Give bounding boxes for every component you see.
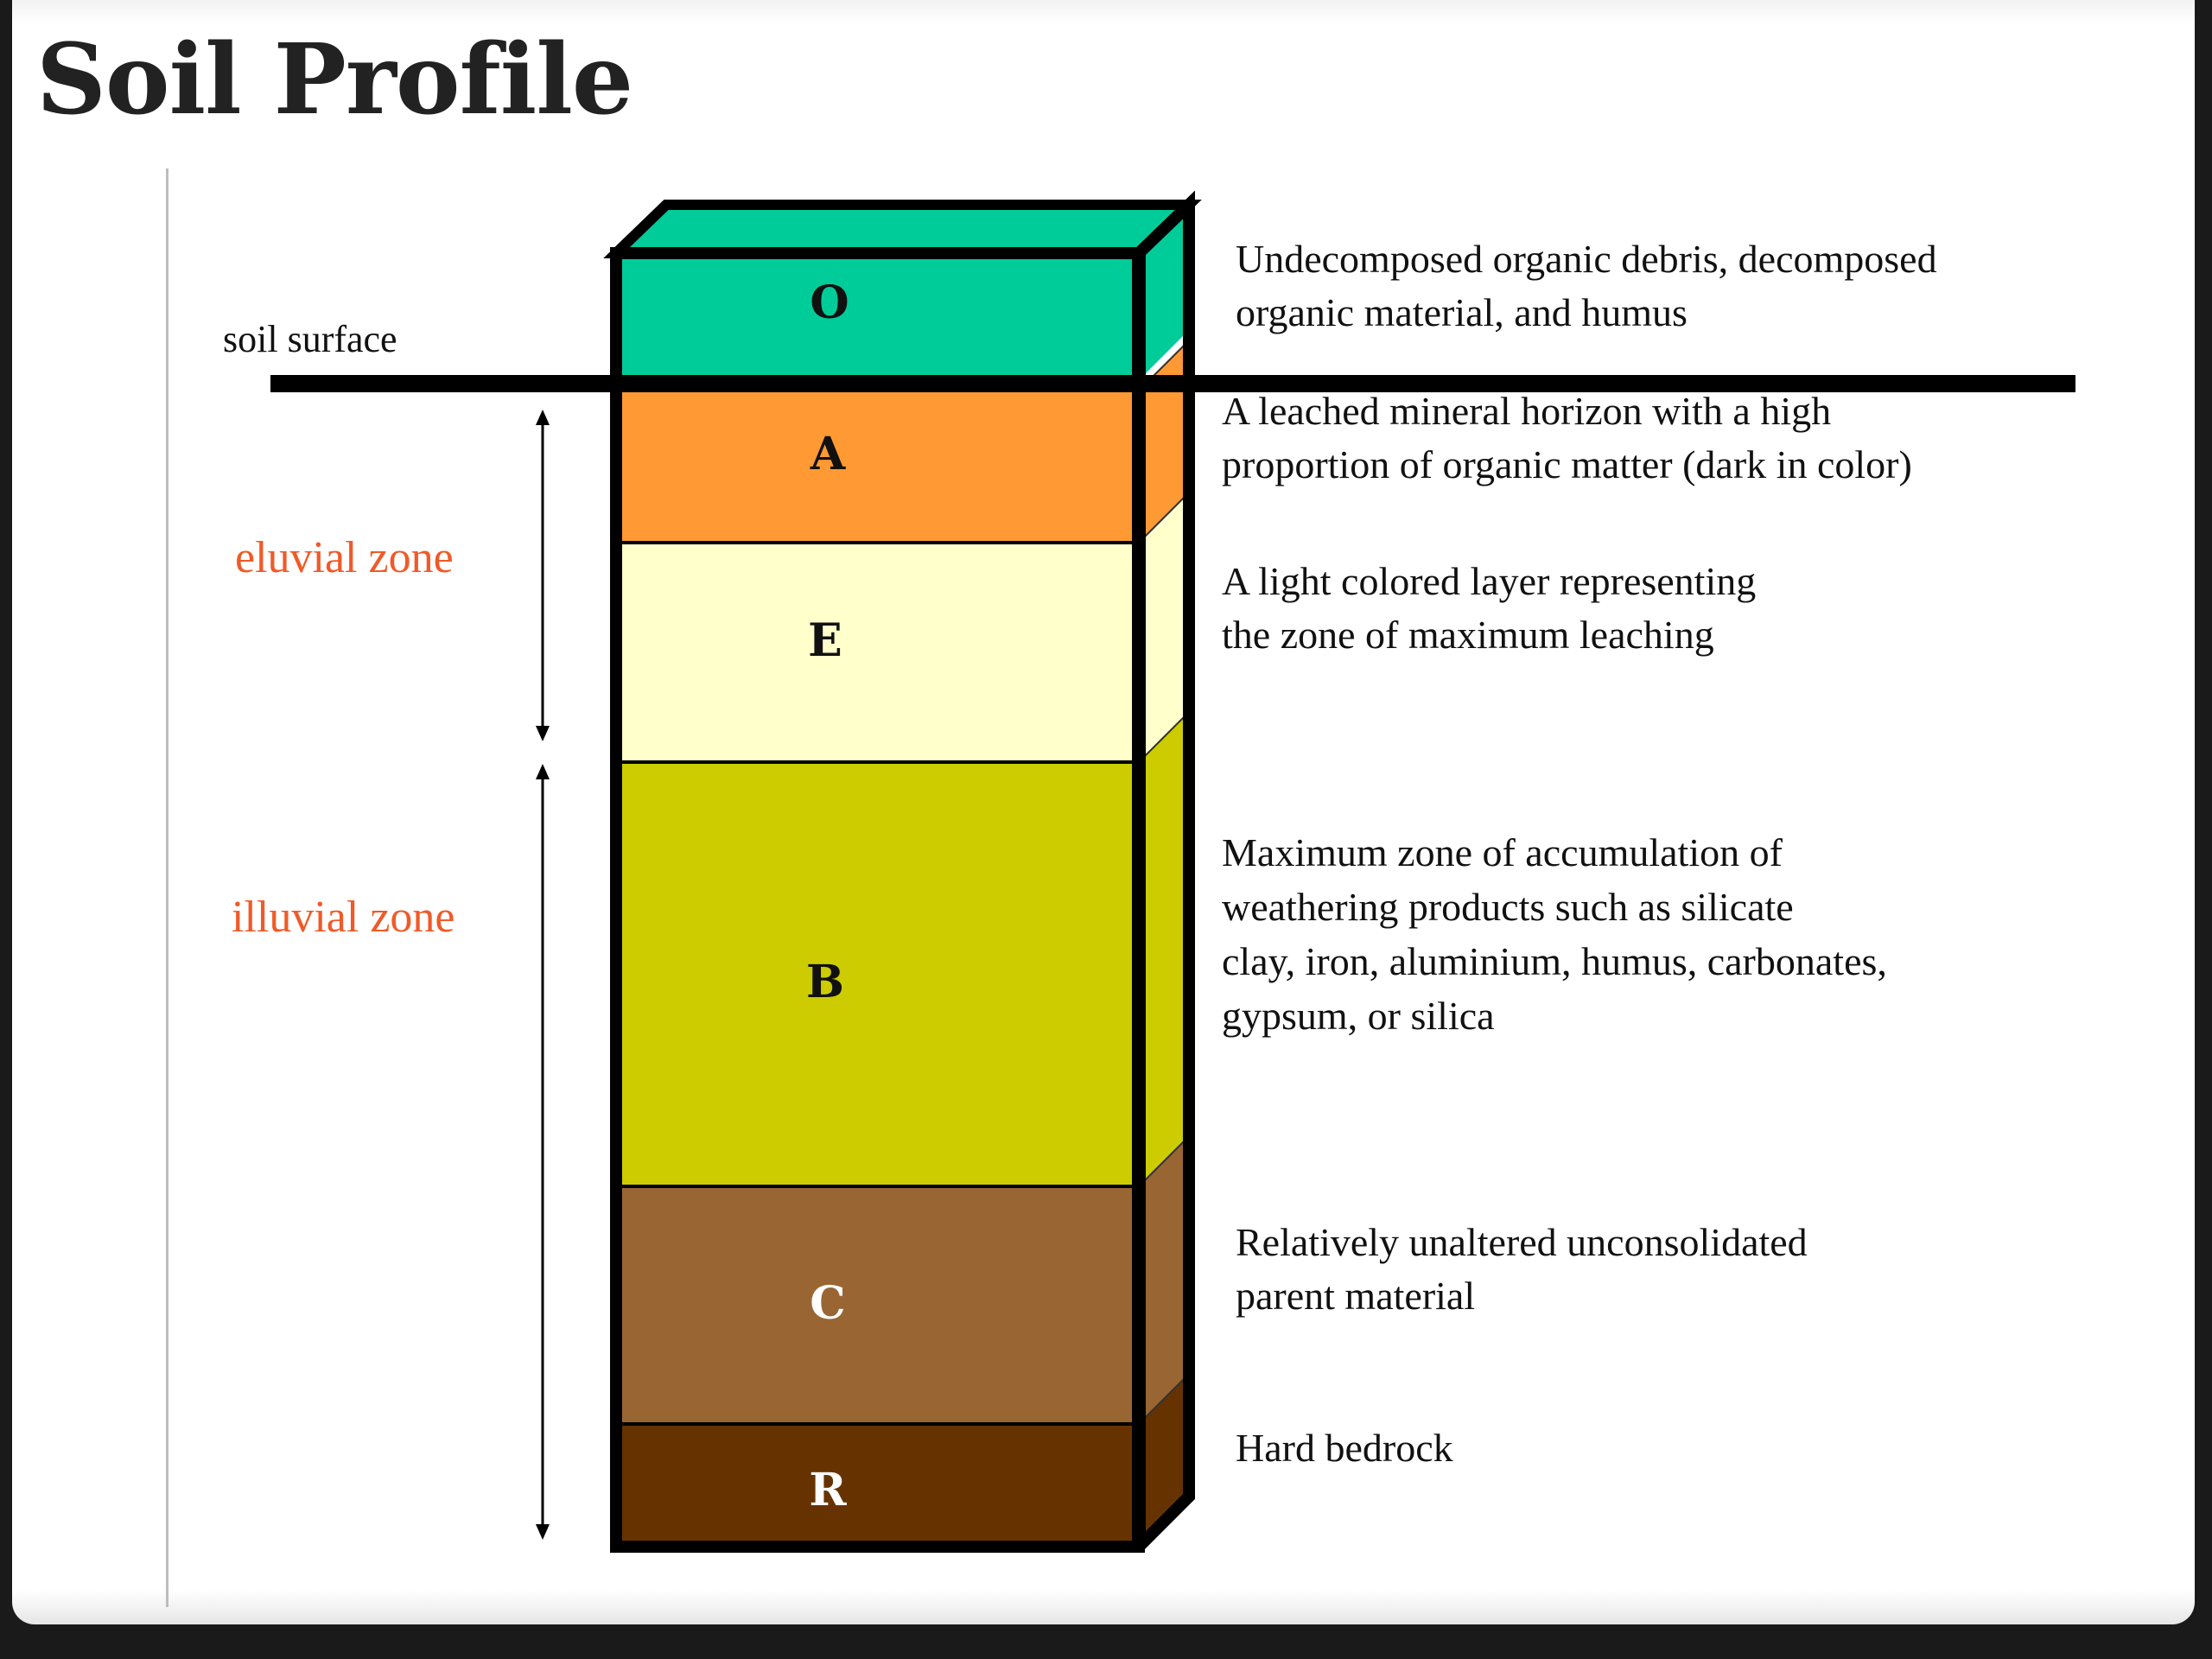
- eluvial-zone-label: eluvial zone: [235, 533, 454, 582]
- soil-column-frame: [610, 190, 1195, 1553]
- horizon-e-description-line: A light colored layer representing: [1222, 559, 1756, 603]
- soil-column-top: [603, 200, 1202, 258]
- horizon-o-description-line: Undecomposed organic debris, decomposed: [1236, 237, 1937, 281]
- horizon-b-front: [616, 762, 1139, 1186]
- horizon-b-side-boundary: [1138, 711, 1190, 763]
- horizon-r-side-boundary: [1138, 1373, 1190, 1425]
- horizon-b-description-line: clay, iron, aluminium, humus, carbonates…: [1222, 939, 1887, 983]
- eluvial-zone-arrow: [536, 410, 550, 741]
- horizon-e-side: [1139, 493, 1189, 762]
- horizon-e-description-line: the zone of maximum leaching: [1222, 613, 1714, 657]
- page-title: Soil Profile: [36, 23, 633, 137]
- soil-column-front: [616, 253, 1139, 1547]
- column-side-outline: [1135, 190, 1195, 1551]
- horizon-a-description-line: A leached mineral horizon with a high: [1222, 389, 1831, 433]
- horizon-e-letter: E: [808, 614, 842, 667]
- horizon-o-top: [603, 200, 1202, 258]
- horizon-c-description-line: Relatively unaltered unconsolidated: [1236, 1220, 1808, 1264]
- horizon-a-description-line: proportion of organic matter (dark in co…: [1222, 442, 1912, 486]
- horizon-r-front: [616, 1424, 1139, 1547]
- horizon-descriptions: Undecomposed organic debris, decomposed o…: [1222, 237, 1937, 1470]
- soil-surface-label: soil surface: [223, 318, 397, 360]
- horizon-a-letter: A: [810, 428, 846, 480]
- horizon-c-side: [1139, 1136, 1189, 1424]
- horizon-o-letter: O: [810, 276, 849, 329]
- horizon-a-front: [616, 391, 1139, 543]
- illuvial-zone-label: illuvial zone: [232, 893, 454, 942]
- soil-column-side: [1139, 203, 1189, 1547]
- horizon-c-front: [616, 1186, 1139, 1424]
- horizon-e-front: [616, 543, 1139, 762]
- left-rule-divider: [166, 168, 168, 1607]
- horizon-letters: O A E B C R: [806, 276, 849, 1516]
- horizon-r-description-line: Hard bedrock: [1236, 1426, 1453, 1470]
- column-top-edge: [612, 200, 671, 257]
- horizon-e-side-boundary: [1138, 492, 1190, 543]
- horizon-c-letter: C: [810, 1277, 845, 1330]
- horizon-b-letter: B: [806, 956, 844, 1008]
- horizon-c-description-line: parent material: [1236, 1274, 1475, 1318]
- illuvial-zone-arrow: [536, 764, 550, 1540]
- horizon-c-side-boundary: [1138, 1135, 1190, 1187]
- horizon-r-letter: R: [809, 1464, 847, 1516]
- horizon-o-front: [616, 253, 1139, 380]
- horizon-b-description-line: gypsum, or silica: [1222, 994, 1495, 1038]
- horizon-b-description-line: Maximum zone of accumulation of: [1222, 830, 1783, 874]
- horizon-b-side: [1139, 712, 1189, 1186]
- horizon-b-description-line: weathering products such as silicate: [1222, 885, 1794, 929]
- horizon-o-description-line: organic material, and humus: [1236, 290, 1688, 334]
